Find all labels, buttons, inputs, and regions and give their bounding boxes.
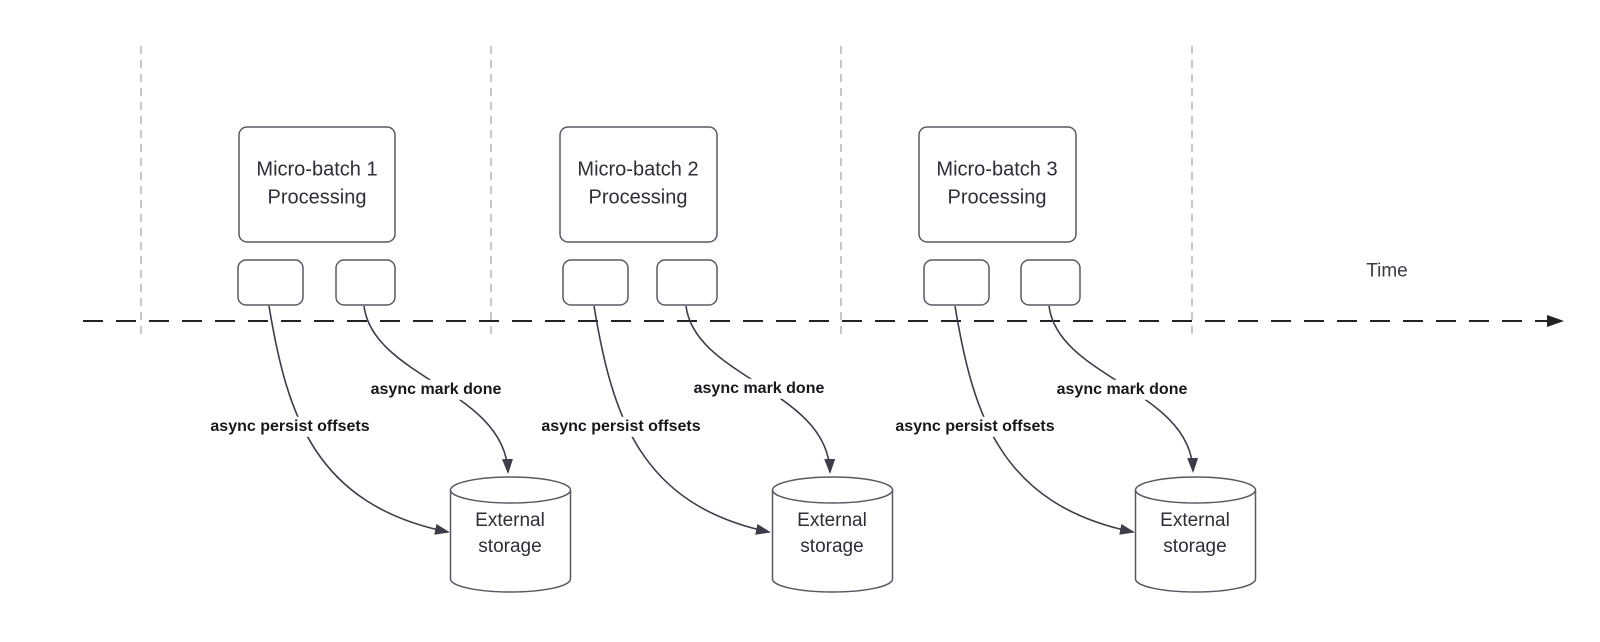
batch-3-group bbox=[918, 126, 1257, 593]
persist-offsets-label-3: async persist offsets bbox=[892, 416, 1058, 438]
done-source-box-3 bbox=[1020, 259, 1081, 306]
cylinder-top-1 bbox=[449, 476, 572, 504]
micro-batch-3-subtitle: Processing bbox=[947, 187, 1047, 209]
mark-done-label-2: async mark done bbox=[690, 378, 828, 400]
persist-offsets-label-2: async persist offsets bbox=[538, 416, 704, 438]
micro-batch-2-title: Micro-batch 2 Processing bbox=[577, 156, 698, 213]
persist-source-box-2 bbox=[562, 259, 629, 306]
cylinder-body-1 bbox=[449, 490, 572, 593]
time-axis-label: Time bbox=[1366, 260, 1408, 282]
micro-batch-1-title: Micro-batch 1 Processing bbox=[256, 156, 377, 213]
batch-2-group bbox=[559, 126, 894, 593]
storage-label-1-line2: storage bbox=[478, 536, 542, 557]
interval-guides bbox=[140, 46, 1193, 340]
done-source-box-1 bbox=[335, 259, 396, 306]
cylinder-top-3 bbox=[1134, 476, 1257, 504]
cylinder-body-3 bbox=[1134, 490, 1257, 593]
storage-label-3-line2: storage bbox=[1163, 536, 1227, 557]
batch-1-group bbox=[237, 126, 572, 593]
storage-cylinder-1 bbox=[449, 476, 572, 593]
micro-batch-3-box bbox=[918, 126, 1077, 243]
micro-batch-1-box bbox=[238, 126, 396, 243]
persist-offsets-arrow-3 bbox=[954, 305, 1135, 535]
persist-offsets-arrow-2 bbox=[593, 305, 771, 535]
micro-batch-1-subtitle: Processing bbox=[267, 187, 367, 209]
mark-done-label-1: async mark done bbox=[367, 379, 505, 401]
storage-cylinder-3 bbox=[1134, 476, 1257, 593]
cylinder-body-2 bbox=[771, 490, 894, 593]
storage-label-2-line1: External bbox=[797, 509, 867, 531]
persist-source-box-1 bbox=[237, 259, 304, 306]
storage-label-1-line1: External bbox=[475, 509, 545, 531]
micro-batch-2-subtitle: Processing bbox=[588, 187, 688, 209]
micro-batch-2-box bbox=[559, 126, 718, 243]
persist-offsets-arrow-1 bbox=[268, 305, 450, 535]
cylinder-top-2 bbox=[771, 476, 894, 504]
storage-label-3-line1: External bbox=[1160, 509, 1230, 531]
micro-batch-2-name: Micro-batch 2 bbox=[577, 158, 699, 181]
persist-offsets-label-1: async persist offsets bbox=[207, 416, 373, 438]
done-source-box-2 bbox=[656, 259, 718, 306]
persist-source-box-3 bbox=[923, 259, 990, 306]
mark-done-label-3: async mark done bbox=[1053, 379, 1191, 401]
storage-label-2: External storage bbox=[797, 508, 867, 560]
micro-batch-3-name: Micro-batch 3 bbox=[936, 158, 1058, 181]
micro-batch-3-title: Micro-batch 3 Processing bbox=[936, 156, 1057, 213]
micro-batch-1-name: Micro-batch 1 bbox=[256, 158, 378, 181]
storage-label-1: External storage bbox=[475, 508, 545, 560]
storage-cylinder-2 bbox=[771, 476, 894, 593]
storage-label-3: External storage bbox=[1160, 508, 1230, 560]
storage-label-2-line2: storage bbox=[800, 536, 864, 557]
